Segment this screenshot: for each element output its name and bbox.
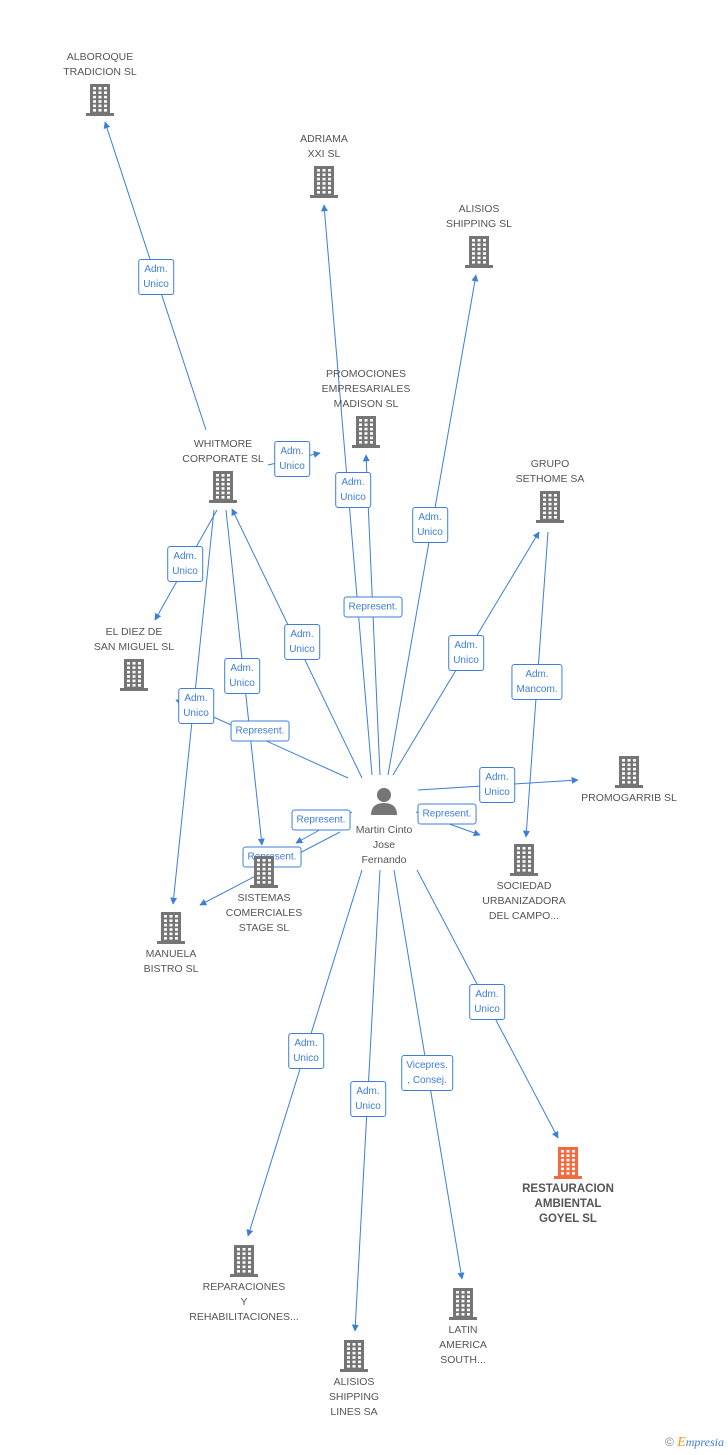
edge-role-label: Represent. [291, 809, 351, 831]
building-icon[interactable] [85, 83, 115, 122]
company-label-latin[interactable]: LATIN AMERICA SOUTH... [439, 1324, 487, 1366]
empresia-watermark: © Empresia [665, 1435, 724, 1450]
edge-role-label: Adm. Unico [350, 1081, 386, 1117]
edge-role-label: Adm. Unico [288, 1033, 324, 1069]
company-label-promociones[interactable]: PROMOCIONES EMPRESARIALES MADISON SL [321, 368, 411, 410]
building-icon[interactable] [509, 843, 539, 882]
edge-role-label: Represent. [230, 720, 290, 742]
edge-role-label: Adm. Unico [274, 441, 310, 477]
edge-role-label: Represent. [417, 803, 477, 825]
company-label-whitmore[interactable]: WHITMORE CORPORATE SL [182, 438, 264, 465]
company-label-grupo[interactable]: GRUPO SETHOME SA [515, 458, 585, 485]
company-label-promogarrib[interactable]: PROMOGARRIB SL [581, 792, 677, 804]
building-icon[interactable] [156, 911, 186, 950]
company-label-restauracion[interactable]: RESTAURACION AMBIENTAL GOYEL SL [522, 1183, 614, 1225]
edge-role-label: Adm. Unico [224, 658, 260, 694]
edge-role-label: Adm. Unico [479, 767, 515, 803]
building-icon[interactable] [535, 490, 565, 529]
building-icon[interactable] [119, 658, 149, 697]
company-label-alboroque[interactable]: ALBOROQUE TRADICION SL [63, 51, 137, 78]
edge-role-label: Adm. Mancom. [511, 664, 563, 700]
company-label-manuela[interactable]: MANUELA BISTRO SL [143, 948, 199, 975]
building-icon[interactable] [208, 470, 238, 509]
edge-role-label: Adm. Unico [178, 688, 214, 724]
edge-role-label: Adm. Unico [448, 635, 484, 671]
building-icon[interactable] [339, 1339, 369, 1378]
company-label-sociedad[interactable]: SOCIEDAD URBANIZADORA DEL CAMPO... [482, 880, 566, 922]
company-label-reparaciones[interactable]: REPARACIONES Y REHABILITACIONES... [189, 1281, 299, 1323]
person-name-label[interactable]: Martin Cinto Jose Fernando [355, 824, 413, 866]
building-icon[interactable] [614, 755, 644, 794]
building-icon[interactable] [553, 1146, 583, 1185]
edge-role-label: Adm. Unico [138, 259, 174, 295]
building-icon[interactable] [464, 235, 494, 274]
edge-role-label: Adm. Unico [335, 472, 371, 508]
building-icon[interactable] [351, 415, 381, 454]
edge-role-label: Adm. Unico [167, 546, 203, 582]
building-icon[interactable] [249, 855, 279, 894]
building-icon[interactable] [309, 165, 339, 204]
building-icon[interactable] [229, 1244, 259, 1283]
company-label-adriama[interactable]: ADRIAMA XXI SL [300, 133, 348, 160]
edge-role-label: Represent. [343, 596, 403, 618]
person-icon[interactable] [369, 786, 399, 821]
company-label-sistemas[interactable]: SISTEMAS COMERCIALES STAGE SL [225, 892, 303, 934]
edge-role-label: Adm. Unico [469, 984, 505, 1020]
company-label-alisios-lines[interactable]: ALISIOS SHIPPING LINES SA [328, 1376, 380, 1418]
company-label-alisios-ship[interactable]: ALISIOS SHIPPING SL [446, 203, 512, 230]
edge-role-label: Adm. Unico [412, 507, 448, 543]
company-label-eldiez[interactable]: EL DIEZ DE SAN MIGUEL SL [93, 626, 175, 653]
edge-role-label: Adm. Unico [284, 624, 320, 660]
edge-role-label: Vicepres. , Consej. [401, 1055, 453, 1091]
building-icon[interactable] [448, 1287, 478, 1326]
